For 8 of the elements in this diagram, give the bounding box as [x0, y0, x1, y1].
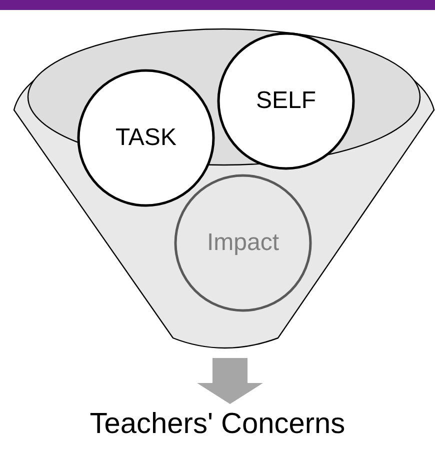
circle-label: Impact	[206, 231, 280, 255]
circle	[174, 174, 312, 312]
circle-label: SELF	[256, 89, 316, 113]
caption-text: Teachers' Concerns	[90, 410, 346, 438]
circle	[217, 32, 355, 170]
circle	[77, 69, 215, 207]
down-arrow	[197, 358, 263, 404]
circle-label: TASK	[116, 126, 176, 150]
